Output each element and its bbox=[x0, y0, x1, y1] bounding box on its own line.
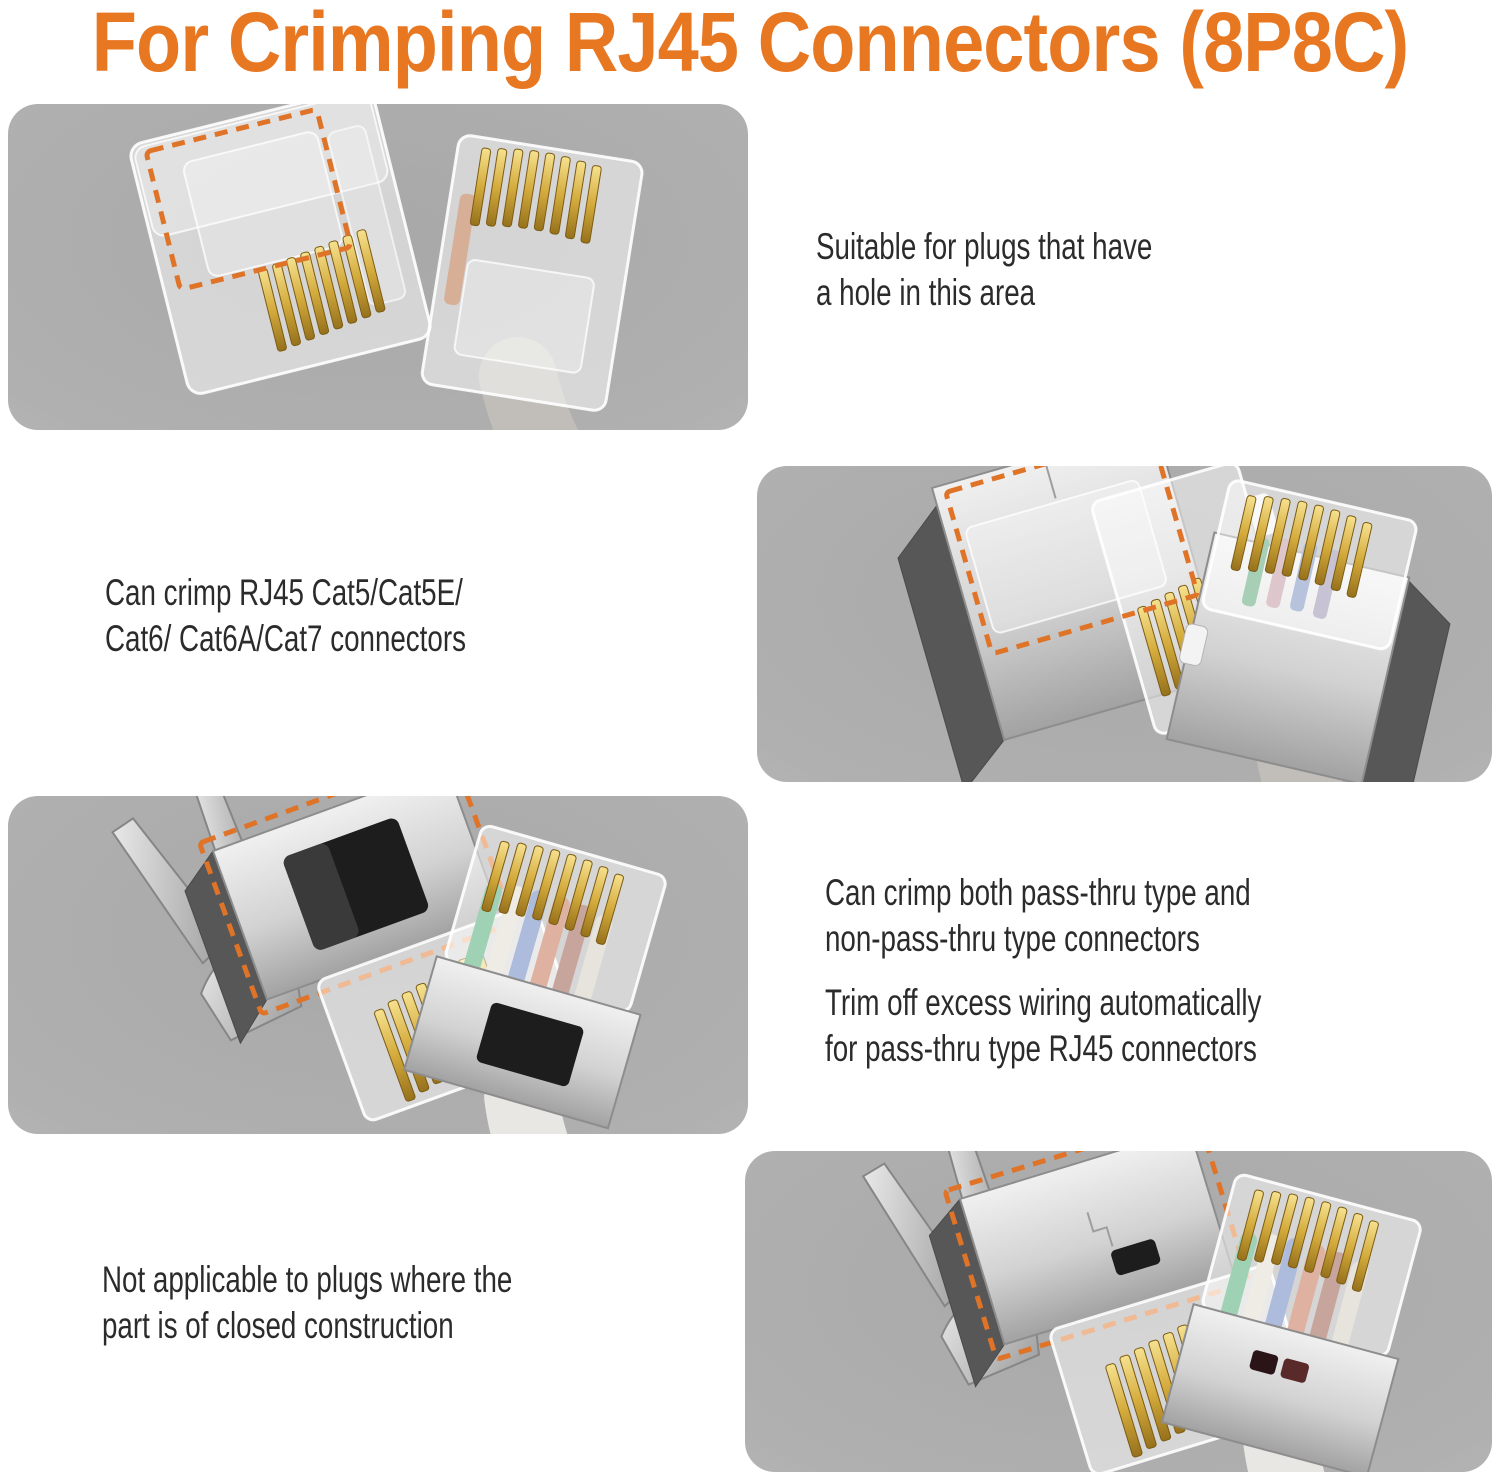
small-slot bbox=[1111, 1239, 1161, 1276]
gold-pins bbox=[469, 147, 602, 244]
caption-line: a hole in this area bbox=[816, 272, 1036, 313]
caption-paragraph: Trim off excess wiring automatically for… bbox=[825, 980, 1261, 1072]
window-shading bbox=[283, 843, 359, 950]
caption-categories: Can crimp RJ45 Cat5/Cat5E/ Cat6/ Cat6A/C… bbox=[105, 570, 466, 662]
caption-line: Trim off excess wiring automatically bbox=[825, 982, 1262, 1023]
caption-closed-construction: Not applicable to plugs where the part i… bbox=[102, 1257, 512, 1349]
caption-line: part is of closed construction bbox=[102, 1305, 454, 1346]
caption-paragraph: Can crimp RJ45 Cat5/Cat5E/ Cat6/ Cat6A/C… bbox=[105, 570, 466, 662]
pass-thru-rj45-plug-with-cable bbox=[1160, 1173, 1481, 1472]
caption-line: Cat6/ Cat6A/Cat7 connectors bbox=[105, 618, 466, 659]
caption-line: for pass-thru type RJ45 connectors bbox=[825, 1028, 1257, 1069]
caption-pass-thru: Can crimp both pass-thru type and non-pa… bbox=[825, 870, 1261, 1072]
panel-3-illustration bbox=[111, 796, 718, 1134]
orange-highlight-box bbox=[944, 466, 1200, 656]
shielded-rj45-plug-with-cable bbox=[1165, 479, 1477, 782]
photo-panel-pass-thru bbox=[8, 796, 748, 1134]
gold-pins bbox=[481, 840, 624, 945]
orange-highlight-box bbox=[943, 1151, 1251, 1361]
photo-panel-closed-construction bbox=[745, 1151, 1492, 1472]
orange-wire-hint bbox=[444, 193, 476, 306]
latch-tab bbox=[1179, 623, 1209, 667]
photo-panel-categories bbox=[757, 466, 1492, 782]
gold-pins bbox=[1230, 495, 1373, 598]
clear-rj45-plug-with-cable bbox=[420, 134, 744, 430]
clear-rj45-plug bbox=[129, 104, 432, 395]
caption-line: Suitable for plugs that have bbox=[816, 226, 1153, 267]
panel-2-illustration bbox=[897, 466, 1477, 782]
orange-highlight-box bbox=[144, 107, 353, 292]
small-slot bbox=[1249, 1350, 1279, 1375]
caption-line: Can crimp RJ45 Cat5/Cat5E/ bbox=[105, 572, 463, 613]
panel-1-illustration bbox=[129, 104, 744, 430]
gold-pins bbox=[1236, 1189, 1379, 1292]
small-slot bbox=[1280, 1358, 1310, 1383]
caption-line: Not applicable to plugs where the bbox=[102, 1259, 513, 1300]
caption-paragraph: Not applicable to plugs where the part i… bbox=[102, 1257, 512, 1349]
panel-4-illustration bbox=[861, 1151, 1481, 1472]
caption-line: Can crimp both pass-thru type and bbox=[825, 872, 1251, 913]
pass-thru-rj45-plug-with-cable bbox=[402, 824, 718, 1134]
page-title: For Crimping RJ45 Connectors (8P8C) bbox=[91, 0, 1409, 89]
closed-metal-band bbox=[1160, 1303, 1400, 1472]
caption-paragraph: Suitable for plugs that have a hole in t… bbox=[816, 224, 1152, 316]
photo-panel-hole-area bbox=[8, 104, 748, 430]
open-window bbox=[476, 1002, 584, 1087]
caption-line: non-pass-thru type connectors bbox=[825, 918, 1200, 959]
caption-hole-area: Suitable for plugs that have a hole in t… bbox=[816, 224, 1152, 316]
gray-cable bbox=[478, 337, 744, 430]
caption-paragraph: Can crimp both pass-thru type and non-pa… bbox=[825, 870, 1261, 962]
